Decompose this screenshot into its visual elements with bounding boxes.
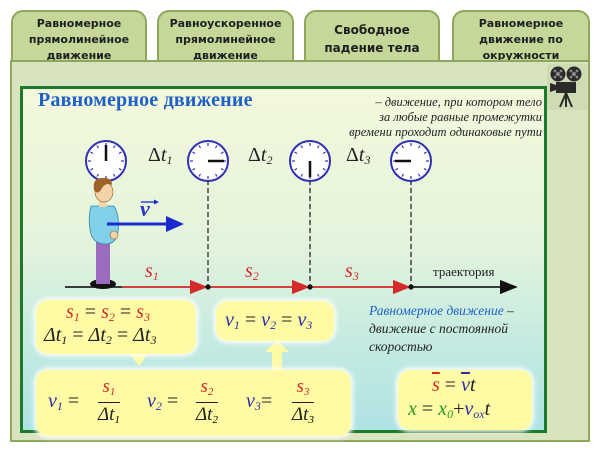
- velocity-formulas-box: [36, 370, 351, 436]
- segment-s1-label: s1: [145, 260, 159, 283]
- delta-t1-label: Δt1: [148, 144, 173, 167]
- tab-label: Свободное падение тела: [324, 23, 420, 55]
- segment-s3-label: s3: [345, 260, 359, 283]
- tab-circular-motion[interactable]: Равномерное движение по окружности: [452, 10, 590, 66]
- clock-icon: [187, 140, 229, 182]
- vector-formula-box: [398, 370, 532, 430]
- equal-distances-box: [36, 300, 196, 354]
- delta-t3-label: Δt3: [346, 144, 371, 167]
- segment-s2-label: s2: [245, 260, 259, 283]
- tab-uniform-linear-motion[interactable]: Равномерное прямолинейное движение: [11, 10, 147, 66]
- v1-fraction: s1 Δt1: [98, 376, 120, 426]
- trajectory-label: траектория: [433, 264, 495, 279]
- v2-formula: v2 =: [147, 390, 179, 413]
- person-figure: [88, 177, 119, 289]
- velocity-label: v: [140, 196, 150, 221]
- v3-fraction: s3 Δt3: [292, 376, 314, 426]
- equal-velocities-box: [216, 301, 334, 341]
- tab-label: Равномерное движение по окружности: [478, 17, 564, 62]
- tab-label: Равноускоренное прямолинейное движение: [169, 17, 282, 62]
- tab-accelerated-linear-motion[interactable]: Равноускоренное прямолинейное движение: [157, 10, 294, 66]
- equal-velocities-formula: v1 = v2 = v3: [225, 309, 313, 332]
- v3-formula: v3=: [246, 390, 273, 413]
- displacement-formula: s = vt: [432, 374, 476, 396]
- tab-label: Равномерное прямолинейное движение: [28, 17, 130, 62]
- equal-times-formula: Δt1 = Δt2 = Δt3: [44, 324, 157, 347]
- definition-text: – движение, при котором тело за любые ра…: [349, 95, 542, 139]
- equal-distances-formula: s1 = s2 = s3: [66, 301, 150, 324]
- slide-title: Равномерное движение: [38, 89, 253, 111]
- constant-velocity-definition: Равномерное движение – движение с постоя…: [369, 303, 514, 354]
- clock-icon: [390, 140, 432, 182]
- clock-icon: [85, 140, 127, 182]
- clock-icon: [289, 140, 331, 182]
- v1-formula: v1 =: [48, 390, 80, 413]
- movie-camera-icon[interactable]: [547, 64, 587, 110]
- delta-t2-label: Δt2: [248, 144, 273, 167]
- tab-free-fall[interactable]: Свободное падение тела: [304, 10, 440, 66]
- v2-fraction: s2 Δt2: [196, 376, 218, 426]
- coordinate-formula: x = x0+voxt: [408, 398, 491, 421]
